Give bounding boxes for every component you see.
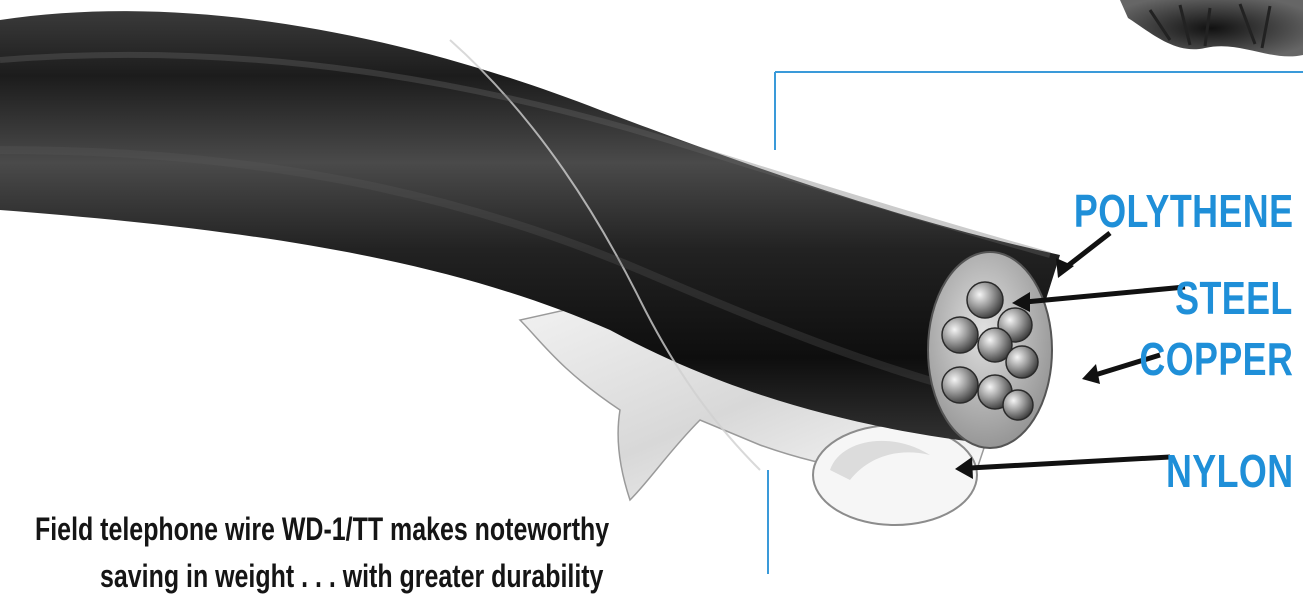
caption-line-1: Field telephone wire WD-1/TT makes notew… (35, 513, 609, 545)
cable-illustration (0, 0, 1303, 574)
label-copper: COPPER (1139, 336, 1293, 382)
label-nylon: NYLON (1165, 448, 1293, 494)
caption-line-2: saving in weight . . . with greater dura… (100, 560, 603, 592)
cable-end-face (928, 252, 1052, 448)
label-steel: STEEL (1175, 275, 1293, 321)
corner-fur-detail (1120, 0, 1303, 56)
label-polythene: POLYTHENE (1073, 188, 1293, 234)
cable-body (0, 11, 1060, 470)
